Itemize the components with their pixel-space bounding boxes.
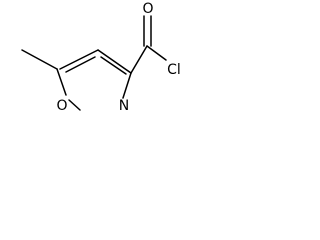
bond-c5-c4 [59,49,99,70]
bond-c4-c3 [97,49,132,74]
bond-c5-c4-inner [65,56,96,73]
carbonyl-oxygen-label: O [142,1,153,17]
bond-n-o-ring [68,99,81,111]
chemical-structure: O N O Cl [21,1,181,114]
bond-c5-methyl [21,49,58,70]
ring-oxygen-label: O [56,98,67,114]
bond-c3-carbonyl [130,45,148,74]
bond-o-c5 [56,68,67,96]
bond-c3-c4-inner [100,56,127,75]
bond-carbonyl-cl [146,45,167,61]
chlorine-label: Cl [167,62,181,78]
ring-nitrogen-label: N [119,98,129,114]
bond-c3-n [122,72,132,99]
